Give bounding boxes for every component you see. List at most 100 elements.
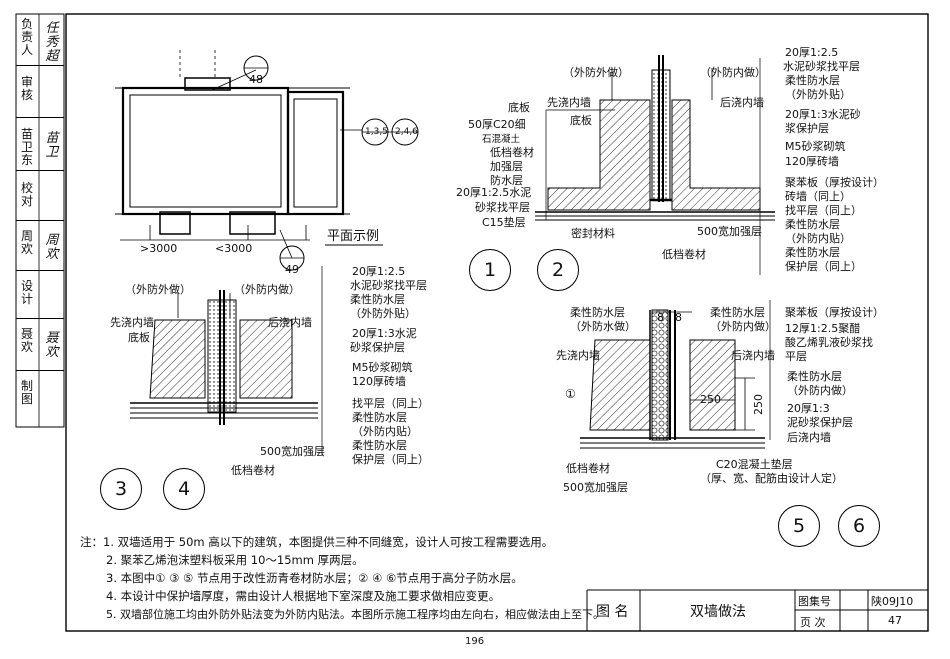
d12-right-6: 浆保护层 xyxy=(785,122,829,135)
d12-left-0: 底板 xyxy=(508,101,530,114)
page-value: 47 xyxy=(888,614,902,627)
d34-right-0: 后浇内墙 xyxy=(268,316,312,329)
detail-bubble-1: 1 xyxy=(469,249,511,291)
d56-right-7: 20厚1:3 xyxy=(787,402,830,415)
d12-left-8: 20厚1:2.5水泥 xyxy=(456,186,532,199)
d56-dim-0: 8 xyxy=(657,311,664,324)
d56-right-1: 12厚1:2.5聚醋 xyxy=(785,322,861,335)
page-label: 页 次 xyxy=(800,616,826,629)
d34-right-13: 保护层（同上） xyxy=(352,453,429,466)
ref-246-label: 2,4,6 xyxy=(395,127,418,137)
d34-right-2: 水泥砂浆找平层 xyxy=(350,279,427,292)
detail-34-section xyxy=(130,266,323,455)
atlas-label: 图集号 xyxy=(798,595,831,608)
d56-bottom-3: （厚、宽、配筋由设计人定） xyxy=(700,472,843,485)
signature-2: 苗卫 xyxy=(45,131,59,160)
sidebar-label-4: 周欢 xyxy=(20,229,33,256)
sidebar-label-1: 审核 xyxy=(20,75,33,102)
title-name-label: 图 名 xyxy=(596,604,629,620)
d12-out-label: （外防外做） xyxy=(563,66,629,79)
d56-right-0: 聚苯板（厚按设计） xyxy=(785,306,884,319)
detail-bubble-5: 5 xyxy=(778,505,820,547)
d56-bottom-1: 500宽加强层 xyxy=(563,481,628,494)
d56-circle-mark: ① xyxy=(565,387,576,401)
signature-0: 任秀超 xyxy=(45,21,59,64)
signature-6: 聂欢 xyxy=(45,331,59,360)
detail-bubble-2: 2 xyxy=(537,249,579,291)
d34-right-12: 柔性防水层 xyxy=(352,439,407,452)
plan-drawing xyxy=(115,50,362,259)
d12-right-0: 后浇内墙 xyxy=(720,96,764,109)
sidebar-label-7: 制图 xyxy=(20,379,33,406)
d12-left-4: 石混凝土 xyxy=(482,134,521,145)
d34-bottom-0: 500宽加强层 xyxy=(260,445,325,458)
page-number: 196 xyxy=(465,636,485,647)
d56-topleft-1: （外防水做） xyxy=(570,320,636,333)
ref-48-label: 48 xyxy=(249,73,263,86)
d34-right-4: （外防外贴） xyxy=(350,307,416,320)
d12-left-1: 先浇内墙 xyxy=(547,96,591,109)
d34-in-label: （外防内做） xyxy=(234,283,300,296)
d12-left-9: 砂浆找平层 xyxy=(475,201,530,214)
d12-bottom-1: 低档卷材 xyxy=(662,248,706,261)
detail-12-section xyxy=(535,55,775,275)
d56-dim-2: 250 xyxy=(700,393,721,406)
d12-right-8: 120厚砖墙 xyxy=(785,155,839,168)
plan-title: 平面示例 xyxy=(327,229,380,244)
d34-left-0: 先浇内墙 xyxy=(110,316,154,329)
d12-right-15: 保护层（同上） xyxy=(785,260,862,273)
d56-dim-3: 250 xyxy=(752,394,765,415)
d12-bottom-2: 500宽加强层 xyxy=(697,225,762,238)
d34-left-1: 底板 xyxy=(128,331,150,344)
d56-bottom-0: 低档卷材 xyxy=(566,462,610,475)
d12-right-13: （外防内贴） xyxy=(785,232,851,245)
d56-right-6: （外防内做） xyxy=(787,384,853,397)
d34-right-10: 柔性防水层 xyxy=(352,411,407,424)
detail-bubble-3: 3 xyxy=(100,468,142,510)
sidebar-label-0: 负责人 xyxy=(20,17,33,57)
ref-49-label: 49 xyxy=(285,263,299,276)
d12-bottom-0: 密封材料 xyxy=(571,227,615,240)
d34-right-8: 120厚砖墙 xyxy=(352,375,406,388)
sheet-border xyxy=(65,13,929,632)
d34-bottom-1: 低档卷材 xyxy=(231,464,275,477)
d12-right-10: 砖墙（同上） xyxy=(785,190,851,203)
d56-topleft-0: 柔性防水层 xyxy=(570,306,625,319)
note-4: 4. 本设计中保护墙厚度，需由设计人根据地下室深度及施工要求做相应变更。 xyxy=(106,589,501,603)
d34-out-label: （外防外做） xyxy=(125,283,191,296)
d56-mid-1: （外防内做） xyxy=(710,320,776,333)
d12-right-11: 找平层（同上） xyxy=(785,204,862,217)
sidebar-label-6: 聂欢 xyxy=(20,327,33,354)
d12-in-label: （外防内做） xyxy=(700,66,766,79)
detail-56-section xyxy=(580,300,771,449)
dim-right: <3000 xyxy=(215,242,253,255)
sidebar-label-5: 设计 xyxy=(20,279,33,306)
atlas-number: 陕09J10 xyxy=(871,595,914,608)
d56-right-4: 后浇内墙 xyxy=(731,349,775,362)
d56-left-0: 先浇内墙 xyxy=(556,349,600,362)
d34-right-1: 20厚1:2.5 xyxy=(352,265,406,278)
d12-right-5: 20厚1:3水泥砂 xyxy=(785,108,861,121)
ref-135-label: 1,3,5 xyxy=(365,127,388,137)
d56-right-5: 柔性防水层 xyxy=(787,370,842,383)
d12-right-3: 柔性防水层 xyxy=(785,74,840,87)
d56-right-2: 酸乙烯乳液砂浆找 xyxy=(785,336,873,349)
d12-left-5: 低档卷材 xyxy=(490,146,534,159)
d56-dim-1: 8 xyxy=(675,311,682,324)
note-2: 2. 聚苯乙烯泡沫塑料板采用 10～15mm 厚两层。 xyxy=(106,553,364,567)
d12-right-4: （外防外贴） xyxy=(785,88,851,101)
note-3: 3. 本图中① ③ ⑤ 节点用于改性沥青卷材防水层；② ④ ⑥节点用于高分子防水… xyxy=(106,571,523,585)
drawing-title: 双墙做法 xyxy=(690,604,746,620)
d34-right-11: （外防内贴） xyxy=(352,425,418,438)
d12-right-2: 水泥砂浆找平层 xyxy=(783,60,860,73)
d34-right-5: 20厚1:3水泥 xyxy=(352,327,417,340)
d12-left-10: C15垫层 xyxy=(482,216,526,229)
d12-left-2: 底板 xyxy=(570,114,592,127)
d12-left-7: 防水层 xyxy=(490,174,523,187)
signature-4: 周欢 xyxy=(45,233,59,262)
d12-right-12: 柔性防水层 xyxy=(785,218,840,231)
d12-right-9: 聚苯板（厚按设计） xyxy=(785,176,884,189)
d34-right-7: M5砂浆砌筑 xyxy=(352,361,413,374)
sidebar-label-2: 苗卫东 xyxy=(20,127,33,167)
